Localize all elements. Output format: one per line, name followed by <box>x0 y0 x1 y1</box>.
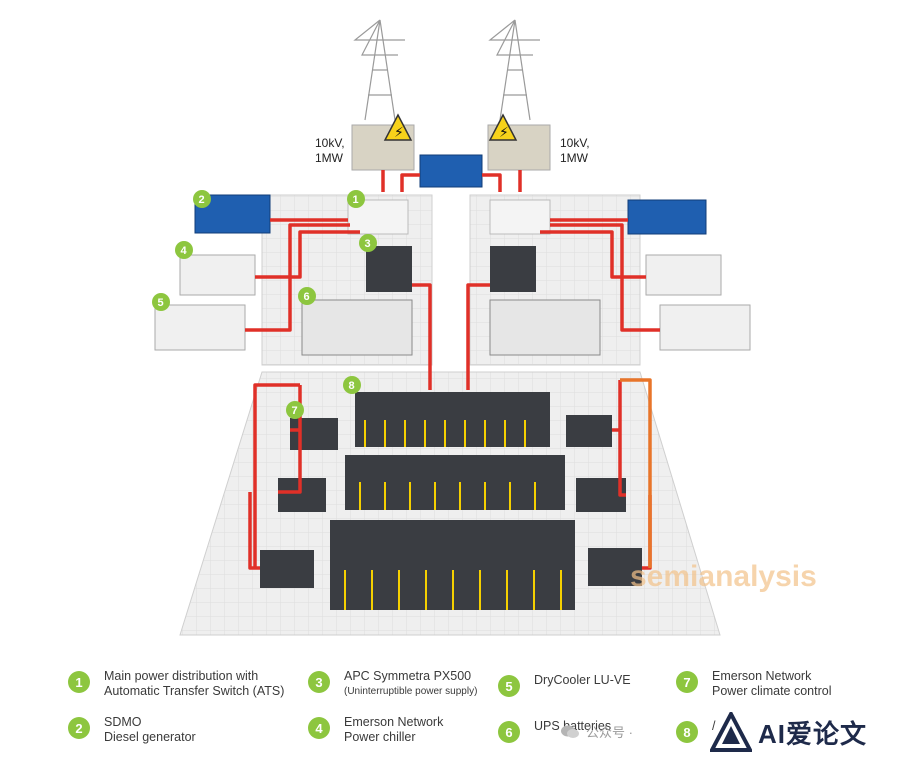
legend-num: 5 <box>498 675 520 697</box>
transformer-right: ⚡ <box>487 113 551 171</box>
feed-label-left-2: 1MW <box>315 151 344 165</box>
legend-num: 2 <box>68 717 90 739</box>
callout-3: 3 <box>359 234 377 252</box>
legend-item-5: 5 DryCooler LU-VE <box>498 673 631 697</box>
callout-5: 5 <box>152 293 170 311</box>
svg-text:8: 8 <box>349 380 355 392</box>
climate-unit-l1 <box>290 418 338 450</box>
wechat-icon <box>561 725 579 738</box>
svg-text:5: 5 <box>158 297 164 309</box>
server-racks <box>330 392 575 610</box>
callout-7: 7 <box>286 401 304 419</box>
climate-unit-r2 <box>576 478 626 512</box>
feed-label-right-1: 10kV, <box>560 136 590 150</box>
callout-4: 4 <box>175 241 193 259</box>
svg-text:6: 6 <box>304 291 310 303</box>
legend-num: 1 <box>68 671 90 693</box>
legend-line: Emerson Network <box>344 715 444 729</box>
legend-line: DryCooler LU-VE <box>534 673 631 687</box>
legend-item-6: 6 UPS batteries <box>498 719 611 743</box>
watermark-bar: 公众号 · AI爱论文 <box>560 712 900 752</box>
legend-item-3: 3 APC Symmetra PX500 (Uninterruptible pow… <box>308 669 477 699</box>
svg-text:⚡: ⚡ <box>499 125 509 141</box>
ups-left <box>366 246 412 292</box>
climate-unit-r3 <box>588 548 642 586</box>
power-pylon-right <box>488 19 540 121</box>
datacenter-power-diagram: ⚡ ⚡ 10kV, 1MW 10kV, 1MW <box>152 19 751 636</box>
legend-num: 4 <box>308 717 330 739</box>
semianalysis-watermark: semianalysis <box>630 560 817 593</box>
generator-center <box>419 154 483 188</box>
callout-2: 2 <box>193 190 211 208</box>
legend-line: Emerson Network <box>712 669 812 683</box>
climate-unit-r1 <box>566 415 612 447</box>
svg-text:7: 7 <box>292 405 298 417</box>
transformer-left: ⚡ <box>351 113 415 171</box>
diesel-generator-right <box>627 199 707 235</box>
svg-text:3: 3 <box>365 238 371 250</box>
drycooler-right <box>659 304 751 351</box>
chiller-right <box>645 254 722 296</box>
svg-text:1: 1 <box>353 194 359 206</box>
legend-line: / <box>712 719 716 733</box>
legend-line: Main power distribution with <box>104 669 259 683</box>
power-pylon-left <box>353 19 405 121</box>
wechat-watermark: 公众号 · <box>560 722 633 741</box>
legend-line: UPS batteries <box>534 719 612 733</box>
ai-logo-text: AI爱论文 <box>758 718 868 749</box>
legend-line: SDMO <box>104 715 142 729</box>
legend-num: 8 <box>676 721 698 743</box>
power-cables <box>245 170 660 570</box>
legend-line: Power chiller <box>344 730 416 744</box>
legend-item-8: 8 / <box>676 719 715 743</box>
feed-label-right-2: 1MW <box>560 151 589 165</box>
climate-unit-l3 <box>260 550 314 588</box>
ai-logo-icon <box>710 712 752 752</box>
legend-line: APC Symmetra PX500 <box>344 669 472 683</box>
battery-rack-right <box>489 299 601 356</box>
battery-rack-left <box>301 299 413 356</box>
climate-unit-l2 <box>278 478 326 512</box>
callout-6: 6 <box>298 287 316 305</box>
chiller-left <box>179 254 256 296</box>
legend-num: 7 <box>676 671 698 693</box>
svg-text:4: 4 <box>181 245 188 257</box>
callout-1: 1 <box>347 190 365 208</box>
svg-text:⚡: ⚡ <box>394 125 404 141</box>
svg-text:2: 2 <box>199 194 205 206</box>
legend-num: 3 <box>308 671 330 693</box>
callout-8: 8 <box>343 376 361 394</box>
ai-logo: AI爱论文 <box>710 712 867 752</box>
legend-line: Automatic Transfer Switch (ATS) <box>104 684 285 698</box>
legend-line: Diesel generator <box>104 730 196 744</box>
legend-line: Power climate control <box>712 684 832 698</box>
legend-sub: (Uninterruptible power supply) <box>344 686 478 697</box>
drycooler-left <box>154 304 246 351</box>
wechat-label: 公众号 · <box>586 725 633 740</box>
feed-label-left-1: 10kV, <box>315 136 345 150</box>
ups-right <box>490 246 536 292</box>
ats-cabinet-right <box>489 199 551 235</box>
legend-num: 6 <box>498 721 520 743</box>
